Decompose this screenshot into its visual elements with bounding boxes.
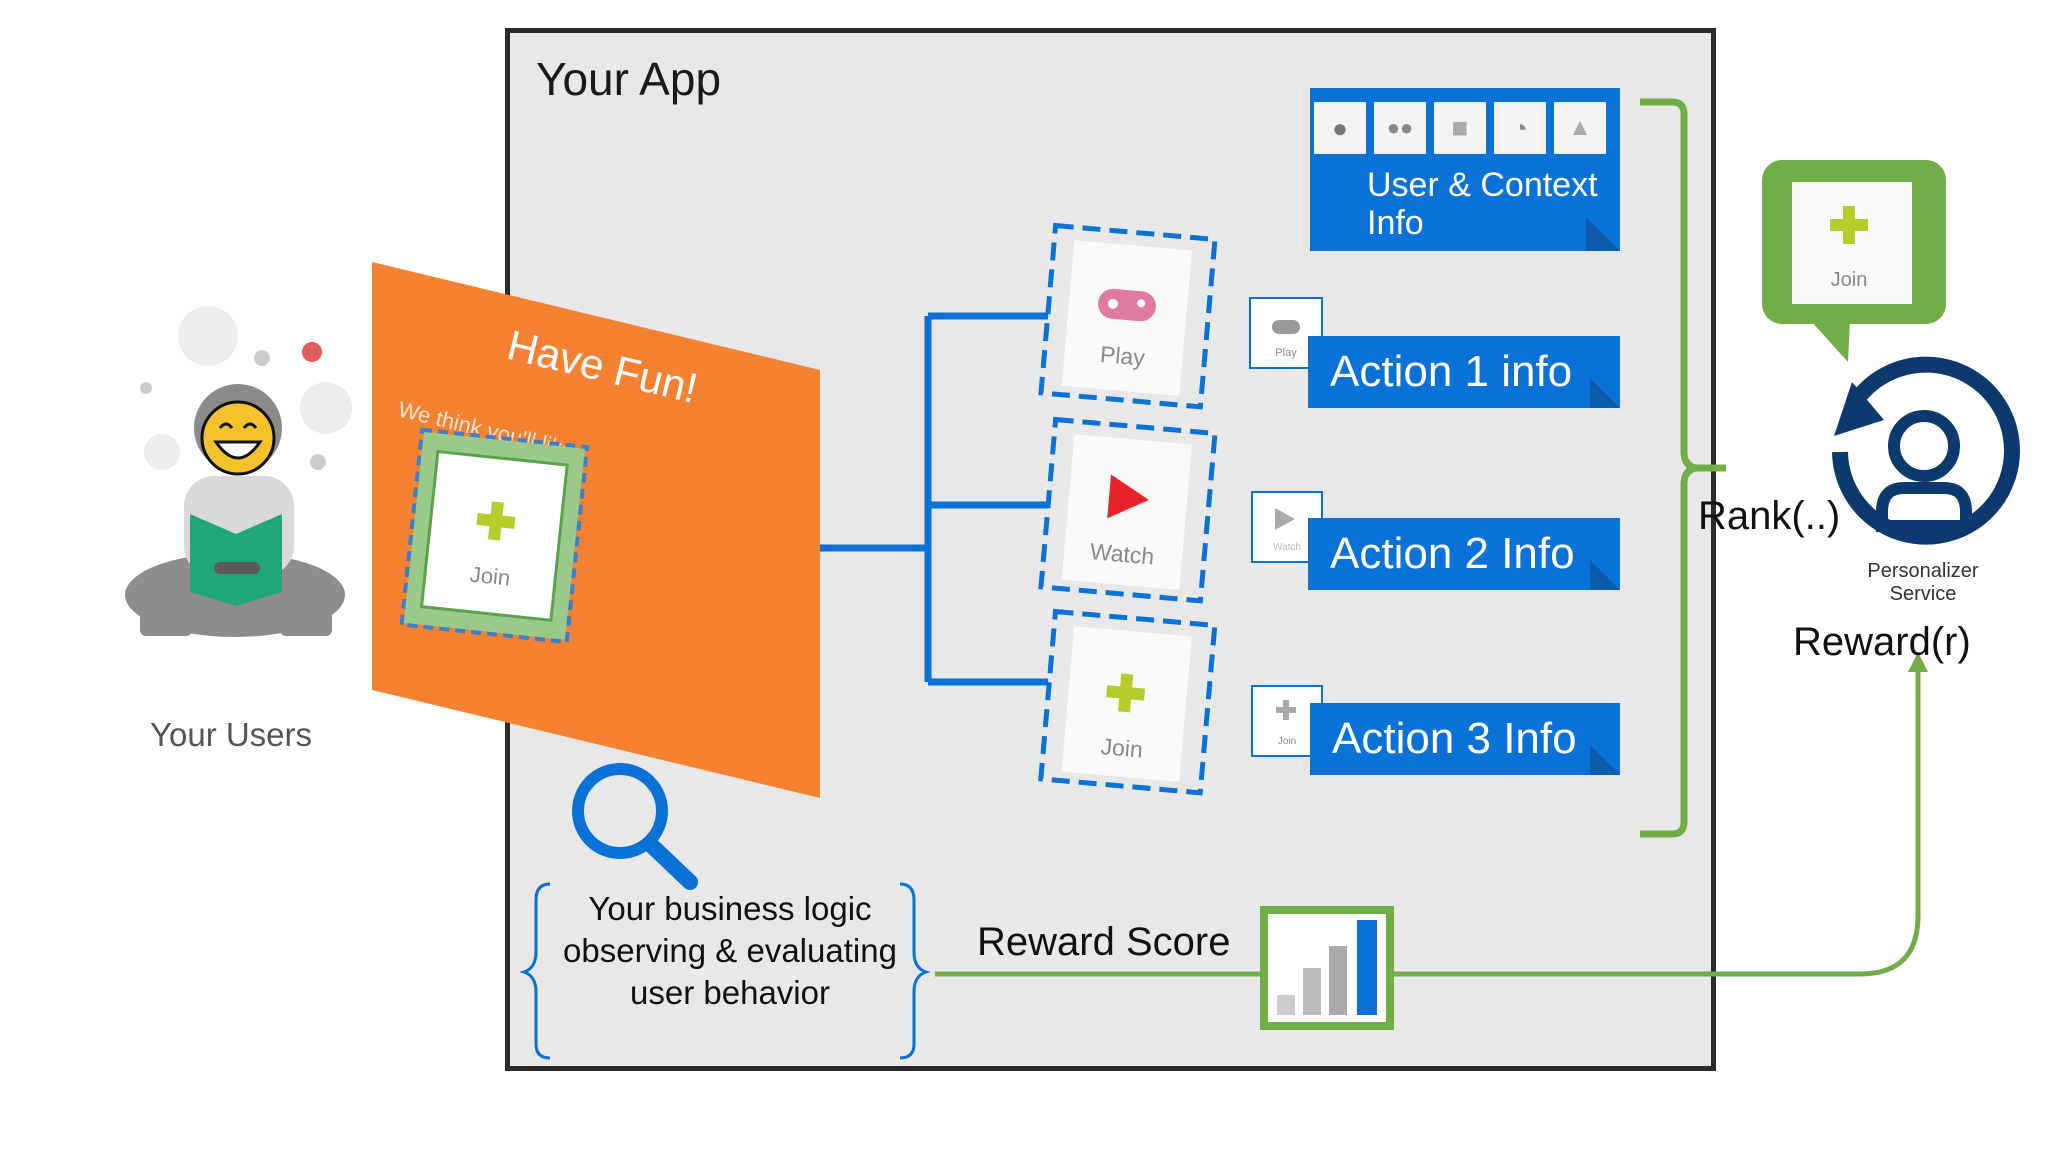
action-3-info-label: Action 3 Info — [1332, 714, 1577, 763]
reward-label: Reward(r) — [1793, 620, 1971, 664]
business-logic-text: Your business logic observing & evaluati… — [563, 890, 897, 1011]
users-label: Your Users — [150, 716, 313, 753]
action-3-info-box: Action 3 Info — [1310, 703, 1620, 775]
people-icon: ●● — [1374, 102, 1426, 154]
orange-panel: Have Fun! We think you'll like... Join — [372, 262, 820, 798]
action-2-info-box: Action 2 Info — [1308, 518, 1620, 590]
suggested-join-label: Join — [469, 562, 512, 591]
user-context-label: User & Context Info — [1367, 166, 1598, 242]
business-brace-right — [899, 882, 931, 1060]
reward-score-label: Reward Score — [977, 920, 1231, 964]
action-thumb-watch-label: Watch — [1273, 542, 1301, 553]
action-2-info-label: Action 2 Info — [1330, 529, 1575, 578]
action-card-watch[interactable]: Watch — [1038, 416, 1218, 604]
app-title: Your App — [536, 53, 722, 105]
action-thumb-join-label: Join — [1278, 736, 1296, 747]
reward-chart-icon — [1260, 906, 1394, 1030]
personalizer-result-bubble: Join — [1762, 160, 1946, 362]
user-illustration — [125, 306, 352, 637]
business-brace-left — [519, 882, 551, 1060]
box-fold-corner — [1586, 217, 1620, 251]
context-icon-strip: ● ●● ■ ◔ ▲ — [1314, 102, 1606, 154]
rank-brace — [1640, 98, 1726, 838]
action-thumb-play-label: Play — [1275, 347, 1297, 359]
personalizer-service-label: Personalizer Service — [1867, 560, 1979, 605]
gamepad-icon — [1098, 288, 1156, 322]
action-1-info-box: Action 1 info — [1308, 336, 1620, 408]
action-card-join-label: Join — [1100, 733, 1144, 763]
action-card-play[interactable]: Play — [1038, 222, 1218, 410]
rank-label: Rank(..) — [1698, 494, 1841, 538]
action-card-play-label: Play — [1099, 341, 1146, 371]
suggested-join-card[interactable]: Join — [399, 427, 590, 645]
location-icon: ● — [1314, 102, 1366, 154]
trophy-icon: ▲ — [1554, 102, 1606, 154]
personalizer-service-icon — [1832, 356, 2020, 545]
magnifier-icon — [572, 763, 698, 890]
action-1-info-label: Action 1 info — [1330, 347, 1573, 396]
play-triangle-icon — [1107, 474, 1149, 519]
personalizer-result-label: Join — [1831, 269, 1868, 291]
clock-icon: ◔ — [1494, 102, 1546, 154]
action-card-join[interactable]: Join — [1038, 608, 1218, 796]
reward-arrow-head — [1908, 652, 1928, 672]
user-context-info-box: ● ●● ■ ◔ ▲ User & Context Info — [1310, 88, 1620, 251]
folder-icon: ■ — [1434, 102, 1486, 154]
reward-flow-line — [935, 660, 1921, 977]
action-card-watch-label: Watch — [1089, 538, 1155, 570]
